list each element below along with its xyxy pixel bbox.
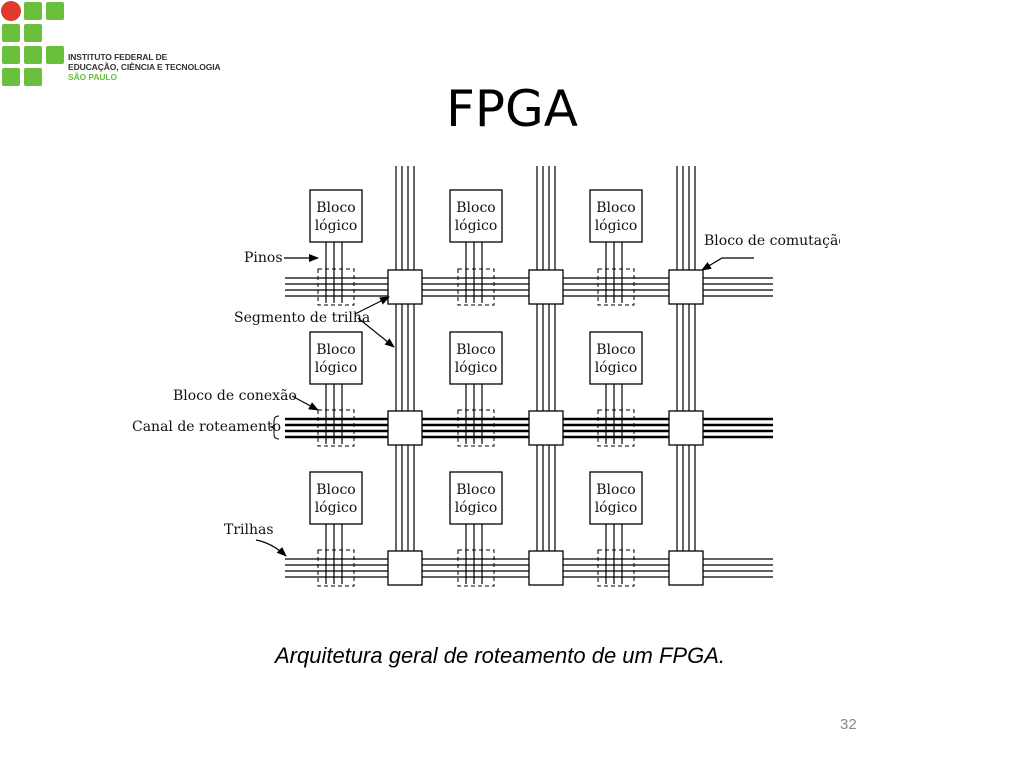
institution-logo: INSTITUTO FEDERAL DE EDUCAÇÃO, CIÊNCIA E… bbox=[0, 0, 230, 90]
logic-block: Bloco lógico bbox=[449, 471, 503, 525]
logic-block-label-line1: Bloco bbox=[456, 342, 495, 358]
logic-block-label-line1: Bloco bbox=[596, 200, 635, 216]
logic-block-label-line2: lógico bbox=[595, 218, 638, 234]
brace-canal-roteamento bbox=[269, 415, 280, 440]
connection-block bbox=[317, 268, 355, 306]
switch-block bbox=[528, 269, 564, 305]
logic-block-box bbox=[589, 331, 643, 385]
switch-block bbox=[387, 550, 423, 586]
logic-block-label-line2: lógico bbox=[595, 500, 638, 516]
label-bloco-comutacao: Bloco de comutação bbox=[704, 233, 840, 249]
connection-block bbox=[457, 409, 495, 447]
logic-block-label-line2: lógico bbox=[315, 500, 358, 516]
logic-blocks: BlocológicoBlocológicoBlocológicoBlocoló… bbox=[309, 189, 643, 525]
label-segmento-trilha: Segmento de trilha bbox=[234, 310, 370, 326]
logo-red-dot bbox=[1, 1, 21, 21]
logo-text: INSTITUTO FEDERAL DE EDUCAÇÃO, CIÊNCIA E… bbox=[68, 52, 221, 82]
switch-block bbox=[387, 269, 423, 305]
logic-block-box bbox=[309, 331, 363, 385]
logic-block-box bbox=[449, 189, 503, 243]
label-trilhas: Trilhas bbox=[224, 522, 274, 538]
switch-block bbox=[668, 269, 704, 305]
logic-block-label-line1: Bloco bbox=[596, 482, 635, 498]
figure-caption: Arquitetura geral de roteamento de um FP… bbox=[274, 643, 725, 668]
connection-block bbox=[317, 409, 355, 447]
logic-block-label-line2: lógico bbox=[595, 360, 638, 376]
logo-line-3: SÃO PAULO bbox=[68, 72, 118, 82]
logic-block-box bbox=[449, 471, 503, 525]
label-canal-roteamento: Canal de roteamento bbox=[132, 419, 281, 435]
logic-block-box bbox=[309, 471, 363, 525]
logic-block: Bloco lógico bbox=[589, 331, 643, 385]
arrow-segmento-1 bbox=[354, 296, 390, 315]
logic-block: Bloco lógico bbox=[589, 189, 643, 243]
logic-block-label-line1: Bloco bbox=[456, 482, 495, 498]
logo-line-2: EDUCAÇÃO, CIÊNCIA E TECNOLOGIA bbox=[68, 62, 221, 72]
logic-block: Bloco lógico bbox=[449, 331, 503, 385]
logo-line-1: INSTITUTO FEDERAL DE bbox=[68, 52, 168, 62]
slide-title: FPGA bbox=[446, 80, 578, 138]
logic-block-label-line2: lógico bbox=[455, 360, 498, 376]
logic-block-label-line2: lógico bbox=[455, 218, 498, 234]
logic-block-box bbox=[589, 189, 643, 243]
connection-block bbox=[457, 268, 495, 306]
logic-block-label-line2: lógico bbox=[315, 218, 358, 234]
logo-mark-icon bbox=[1, 1, 64, 86]
switch-block bbox=[387, 410, 423, 446]
switch-block bbox=[668, 550, 704, 586]
logic-block: Bloco lógico bbox=[449, 189, 503, 243]
block-pins bbox=[325, 242, 623, 584]
arrow-segmento-2 bbox=[357, 317, 395, 348]
fpga-routing-diagram: BlocológicoBlocológicoBlocológicoBlocoló… bbox=[132, 166, 840, 587]
logic-block-box bbox=[449, 331, 503, 385]
logic-block-box bbox=[589, 471, 643, 525]
logic-block-label-line2: lógico bbox=[315, 360, 358, 376]
page-number: 32 bbox=[840, 716, 857, 733]
connection-block bbox=[597, 268, 635, 306]
logic-block: Bloco lógico bbox=[309, 471, 363, 525]
label-bloco-conexao: Bloco de conexão bbox=[173, 388, 297, 404]
arrow-trilhas bbox=[255, 539, 287, 557]
connection-block bbox=[597, 409, 635, 447]
arrow-bloco-conexao bbox=[291, 395, 319, 411]
arrow-bloco-comutacao bbox=[701, 257, 754, 271]
connection-block bbox=[317, 549, 355, 587]
logic-block-label-line1: Bloco bbox=[456, 200, 495, 216]
switch-block bbox=[668, 410, 704, 446]
connection-blocks bbox=[317, 268, 635, 587]
logic-block-label-line1: Bloco bbox=[316, 342, 355, 358]
switch-blocks bbox=[387, 269, 704, 586]
logic-block: Bloco lógico bbox=[309, 189, 363, 243]
label-pinos: Pinos bbox=[244, 250, 283, 266]
logic-block-label-line2: lógico bbox=[455, 500, 498, 516]
logic-block: Bloco lógico bbox=[309, 331, 363, 385]
logic-block-label-line1: Bloco bbox=[596, 342, 635, 358]
connection-block bbox=[597, 549, 635, 587]
logic-block-label-line1: Bloco bbox=[316, 482, 355, 498]
switch-block bbox=[528, 550, 564, 586]
logic-block: Bloco lógico bbox=[589, 471, 643, 525]
connection-block bbox=[457, 549, 495, 587]
logic-block-box bbox=[309, 189, 363, 243]
logic-block-label-line1: Bloco bbox=[316, 200, 355, 216]
switch-block bbox=[528, 410, 564, 446]
